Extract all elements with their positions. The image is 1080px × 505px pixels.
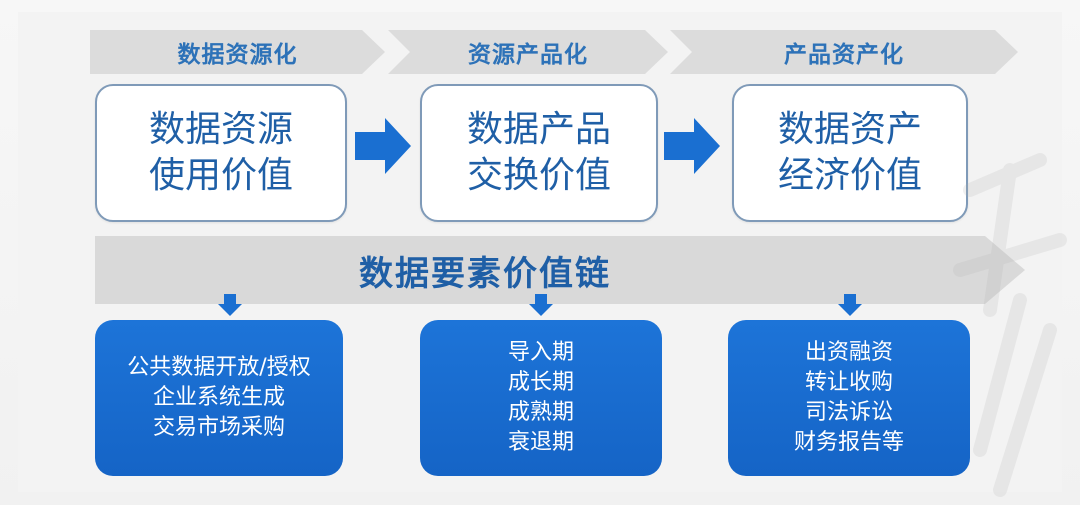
stage-chevron-2: 资源产品化 — [388, 30, 668, 74]
down-arrow-icon — [838, 294, 862, 316]
stage-chevron-1: 数据资源化 — [90, 30, 385, 74]
detail-line: 企业系统生成 — [152, 385, 285, 410]
banner-arrow-shape-icon — [95, 236, 1025, 304]
detail-line: 衰退期 — [507, 430, 574, 455]
value-box-line: 数据资产 — [777, 109, 922, 150]
chevron-shape-icon — [90, 30, 385, 74]
detail-line: 出资融资 — [804, 340, 893, 365]
value-box-line: 数据资源 — [148, 109, 293, 150]
value-box-3: 数据资产 经济价值 — [732, 84, 968, 222]
stage-label: 数据资源化 — [177, 42, 298, 68]
stage-chevron-3: 产品资产化 — [670, 30, 1018, 74]
detail-box-1: 公共数据开放/授权 企业系统生成 交易市场采购 — [95, 320, 343, 476]
value-box-line: 使用价值 — [148, 155, 293, 196]
value-box-line: 经济价值 — [777, 155, 922, 196]
value-box-line: 交换价值 — [466, 155, 611, 196]
down-arrow-icon — [218, 294, 242, 316]
detail-line: 转让收购 — [804, 370, 893, 395]
detail-line: 公共数据开放/授权 — [127, 355, 311, 380]
detail-line: 司法诉讼 — [804, 400, 893, 425]
detail-line: 成长期 — [507, 370, 574, 395]
detail-line: 成熟期 — [507, 400, 574, 425]
right-arrow-icon — [664, 118, 720, 174]
value-box-line: 数据产品 — [466, 109, 611, 150]
stage-label: 资源产品化 — [468, 42, 588, 68]
detail-box-3: 出资融资 转让收购 司法诉讼 财务报告等 — [728, 320, 970, 476]
value-box-1: 数据资源 使用价值 — [95, 84, 347, 222]
right-arrow-icon — [355, 118, 411, 174]
value-box-2: 数据产品 交换价值 — [420, 84, 658, 222]
value-chain-banner: 数据要素价值链 — [95, 236, 1025, 304]
watermark-icon — [953, 153, 1067, 497]
chevron-shape-icon — [670, 30, 1018, 74]
detail-line: 导入期 — [507, 340, 574, 365]
stage-label: 产品资产化 — [784, 42, 904, 68]
detail-line: 财务报告等 — [793, 430, 904, 455]
detail-box-2: 导入期 成长期 成熟期 衰退期 — [420, 320, 662, 476]
detail-line: 交易市场采购 — [152, 415, 285, 440]
chevron-shape-icon — [388, 30, 668, 74]
value-chain-title: 数据要素价值链 — [359, 253, 611, 294]
down-arrow-icon — [529, 294, 553, 316]
